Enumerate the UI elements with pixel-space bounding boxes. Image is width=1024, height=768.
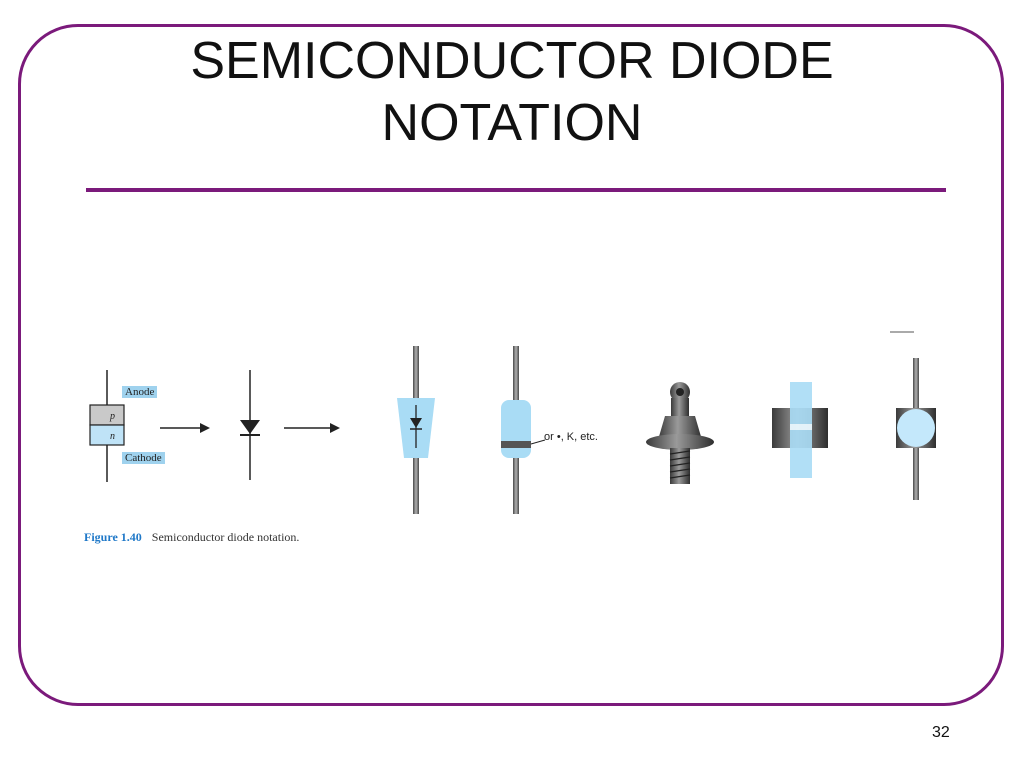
- anode-label: Anode: [122, 386, 158, 398]
- arrow-right-icon: [160, 423, 210, 433]
- slide-title: SEMICONDUCTOR DIODE NOTATION: [0, 30, 1024, 154]
- square-package-diode: [772, 382, 828, 478]
- n-region-label: n: [110, 431, 115, 442]
- arrow-right-icon: [284, 423, 340, 433]
- p-region-label: p: [110, 411, 115, 422]
- pn-junction-symbol: [89, 370, 125, 482]
- disc-package-diode: [890, 331, 936, 500]
- title-line-2: NOTATION: [381, 94, 643, 152]
- diode-notation-figure: Anode Cathode p n or •, K, etc.: [80, 330, 940, 530]
- page-number: 32: [932, 724, 950, 741]
- banded-diode-package: [501, 346, 546, 514]
- diode-schematic-symbol: [240, 370, 260, 480]
- title-line-1: SEMICONDUCTOR DIODE: [190, 32, 834, 90]
- band-marking-note: or •, K, etc.: [544, 431, 598, 443]
- title-divider: [86, 188, 946, 192]
- figure-caption-text: Semiconductor diode notation.: [151, 530, 300, 544]
- diode-figure-graphic: [89, 331, 936, 514]
- slide-frame: [18, 24, 1004, 706]
- figure-number: Figure 1.40: [84, 530, 142, 544]
- figure-caption: Figure 1.40 Semiconductor diode notation.: [84, 530, 299, 545]
- stud-mount-diode: [646, 382, 714, 484]
- glass-diode-package: [397, 346, 435, 514]
- cathode-label: Cathode: [122, 452, 165, 464]
